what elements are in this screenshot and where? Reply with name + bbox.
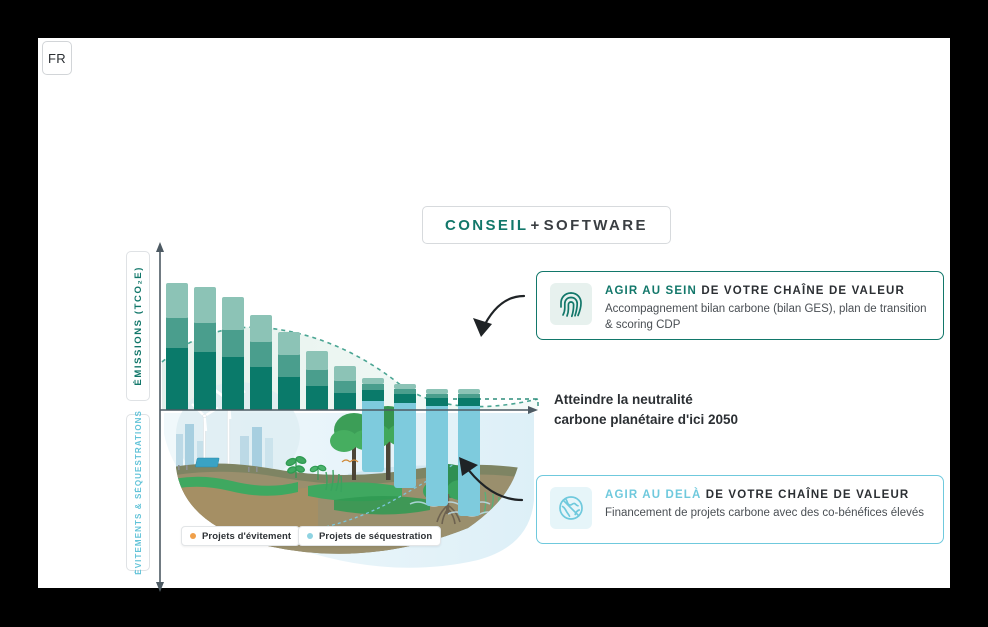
callout-title-lead-within: AGIR AU SEIN [605,285,702,297]
language-badge[interactable]: FR [42,41,72,75]
axis-label-sequestration: ÉVITEMENTS & SÉQUESTRATIONS [126,410,150,575]
callout-body-beyond: AGIR AU DELÀ DE VOTRE CHAÎNE DE VALEUR F… [605,487,924,521]
callout-description-beyond: Financement de projets carbone avec des … [605,507,924,519]
legend-dot-sequestration-icon [307,533,313,539]
emission-bars [166,283,356,410]
y-axis-arrow-down [156,582,164,592]
legend-item-sequestration: Projets de séquestration [298,526,442,546]
sequestration-bars [362,378,480,516]
callout-title-tail-beyond: DE VOTRE CHAÎNE DE VALEUR [705,489,910,501]
callout-body-within: AGIR AU SEIN DE VOTRE CHAÎNE DE VALEUR A… [605,283,930,334]
axis-label-emissions: ÉMISSIONS (TCO₂E) [126,251,150,401]
banner-title-group: CONSEIL+SOFTWARE [445,217,648,234]
callout-act-within-value-chain[interactable]: AGIR AU SEIN DE VOTRE CHAÎNE DE VALEUR A… [536,271,944,340]
callout-title-within: AGIR AU SEIN DE VOTRE CHAÎNE DE VALEUR [605,285,930,297]
arrow-to-emissions-chart [473,294,526,337]
content-card: ÉMISSIONS (TCO₂E) ÉVITEMENTS & SÉQUESTRA… [38,38,950,592]
banner-title-rest: SOFTWARE [543,216,648,234]
legend-item-avoidance: Projets d'évitement [181,526,301,546]
banner-title-plus: + [530,216,542,234]
legend-label-sequestration: Projets de séquestration [319,530,433,542]
section-title-banner: CONSEIL+SOFTWARE [422,206,671,244]
callout-icon-wrapper-within [550,283,592,325]
callout-description-within: Accompagnement bilan carbone (bilan GES)… [605,303,927,332]
arrow-to-sequestration-chart [459,457,524,502]
axis-label-sequestration-text: ÉVITEMENTS & SÉQUESTRATIONS [133,410,143,575]
callout-title-beyond: AGIR AU DELÀ DE VOTRE CHAÎNE DE VALEUR [605,489,924,501]
legend-dot-avoidance-icon [190,533,196,539]
carbon-trajectory-chart [148,238,548,593]
axis-label-emissions-text: ÉMISSIONS (TCO₂E) [132,266,144,386]
callout-icon-wrapper-beyond [550,487,592,529]
neutrality-statement: Atteindre la neutralité carbone planétai… [554,390,784,429]
neutrality-statement-line2: carbone planétaire d'ici 2050 [554,411,739,427]
emissions-trend-line [161,326,539,408]
callout-title-lead-beyond: AGIR AU DELÀ [605,489,706,501]
x-axis-arrow [528,406,538,414]
callout-act-beyond-value-chain[interactable]: AGIR AU DELÀ DE VOTRE CHAÎNE DE VALEUR F… [536,475,944,544]
y-axis-arrow-up [156,242,164,252]
neutrality-statement-line1: Atteindre la neutralité [554,392,693,407]
legend-label-avoidance: Projets d'évitement [202,530,292,542]
globe-icon [559,496,583,520]
callout-title-tail-within: DE VOTRE CHAÎNE DE VALEUR [701,285,905,297]
language-badge-label: FR [48,50,66,66]
fingerprint-icon [560,292,582,318]
banner-title-accent: CONSEIL [445,216,529,234]
